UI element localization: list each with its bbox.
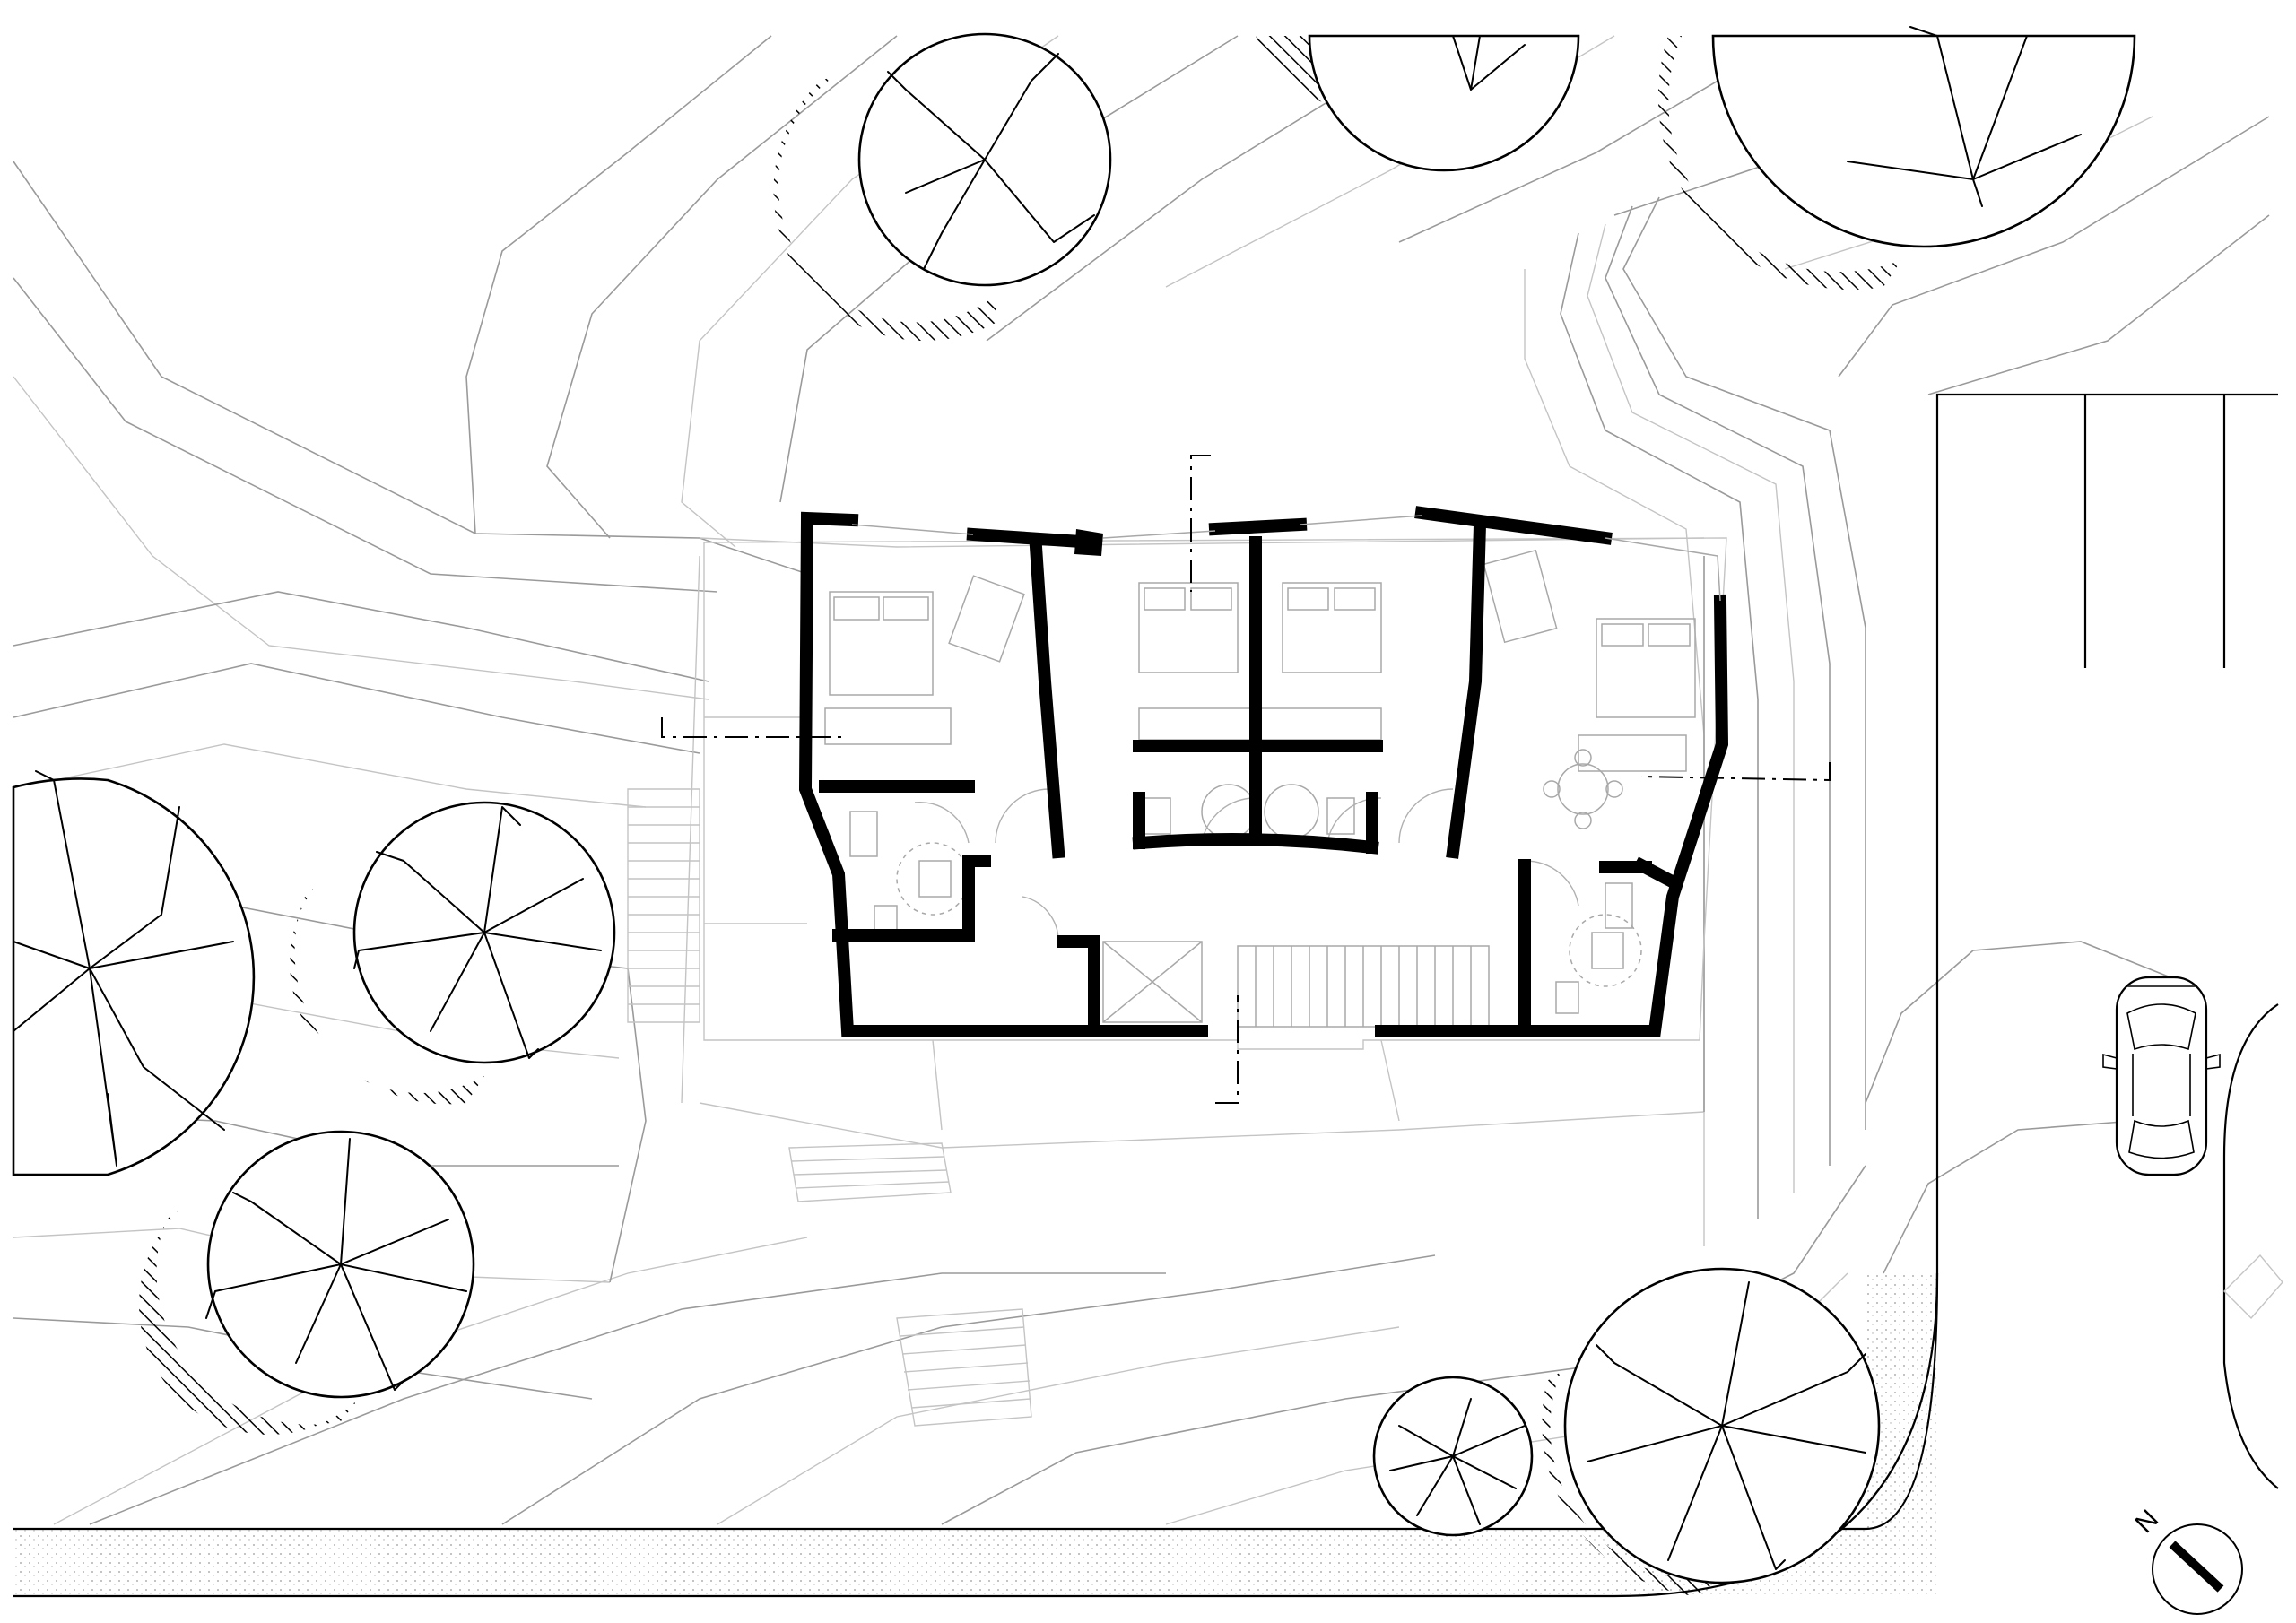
tree-top-1 (773, 32, 1112, 342)
bed-side-1 (948, 575, 1025, 663)
stair-core (1237, 945, 1490, 1028)
bed-1 (829, 591, 934, 696)
section-cut-lines (661, 455, 1831, 1104)
terrain-contours (13, 35, 2270, 1525)
north-label: N (2129, 1505, 2164, 1540)
wall-left-wing-outer (798, 511, 1208, 1037)
wall-right-wing-outer (1375, 594, 1729, 1037)
wall-right-top (1414, 506, 1613, 545)
wall-right-bath-diag (1632, 856, 1684, 892)
furniture (824, 549, 1696, 1028)
wall-centre-base-curve (1132, 833, 1379, 855)
tree-bottom-1 (1372, 1376, 1534, 1537)
road-and-parking (13, 393, 2283, 1598)
trees (12, 26, 2136, 1596)
exterior-steps-left (628, 806, 700, 1005)
tree-left-3 (139, 1130, 475, 1435)
tree-left-1 (12, 770, 256, 1176)
parked-car (2102, 976, 2221, 1176)
wall-spine-1 (966, 527, 1101, 859)
wall-centre-top (1208, 517, 1308, 536)
wall-cap-1 (1074, 529, 1103, 556)
bed-side-2 (1483, 549, 1558, 644)
bed-4 (1596, 618, 1696, 718)
bed-2 (1138, 582, 1239, 673)
tree-top-2 (1256, 34, 1580, 172)
tree-left-2 (290, 801, 616, 1105)
north-arrow: N (2129, 1505, 2243, 1615)
wall-right-bath (1518, 859, 1652, 1033)
exterior-steps-bottom (896, 1308, 1032, 1427)
dining-table (1543, 749, 1623, 829)
wall-left-bath (832, 855, 991, 942)
bathroom-fixtures (849, 784, 1642, 1014)
wall-left-inner-corr (1057, 935, 1100, 1028)
tree-top-3 (1657, 26, 2136, 291)
door-swings (914, 788, 1579, 942)
building-walls (798, 506, 1729, 1037)
exterior-steps-mid (788, 1142, 952, 1202)
lift-shaft (1102, 941, 1203, 1023)
wall-spine-2 (1446, 517, 1487, 859)
tree-bottom-2 (1542, 1267, 1881, 1596)
building-plinth (703, 537, 1727, 1131)
glazing (851, 515, 1721, 602)
bed-3 (1282, 582, 1382, 673)
